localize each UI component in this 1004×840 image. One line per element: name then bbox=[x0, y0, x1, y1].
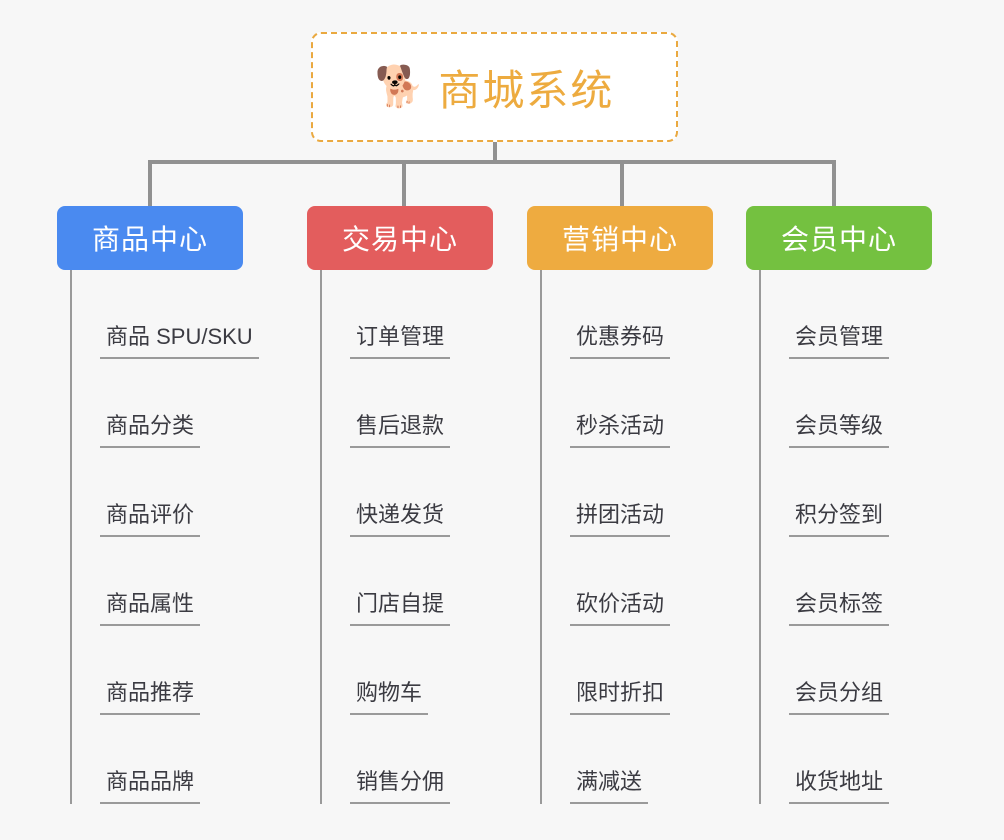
branch-member-center: 会员中心会员管理会员等级积分签到会员标签会员分组收货地址 bbox=[746, 206, 966, 804]
leaf-label: 砍价活动 bbox=[570, 586, 671, 626]
leaf-label: 会员管理 bbox=[789, 319, 890, 359]
branch-header-marketing-center[interactable]: 营销中心 bbox=[527, 206, 713, 270]
leaf-label: 秒杀活动 bbox=[570, 408, 671, 448]
leaf-label: 商品推荐 bbox=[100, 675, 201, 715]
branch-leaves-trade-center: 订单管理售后退款快递发货门店自提购物车销售分佣 bbox=[320, 270, 527, 804]
leaf-item[interactable]: 售后退款 bbox=[320, 359, 527, 448]
branch-leaves-member-center: 会员管理会员等级积分签到会员标签会员分组收货地址 bbox=[759, 270, 966, 804]
leaf-label: 收货地址 bbox=[789, 764, 890, 804]
branch-label: 会员中心 bbox=[780, 224, 897, 255]
leaf-item[interactable]: 会员等级 bbox=[759, 359, 966, 448]
leaf-item[interactable]: 满减送 bbox=[540, 715, 747, 804]
leaf-item[interactable]: 积分签到 bbox=[759, 448, 966, 537]
leaf-label: 购物车 bbox=[350, 675, 429, 715]
leaf-label: 售后退款 bbox=[350, 408, 451, 448]
leaf-label: 会员标签 bbox=[789, 586, 890, 626]
leaf-item[interactable]: 收货地址 bbox=[759, 715, 966, 804]
leaf-label: 商品品牌 bbox=[100, 764, 201, 804]
branch-spine bbox=[320, 270, 322, 804]
leaf-label: 商品 SPU/SKU bbox=[100, 319, 259, 359]
leaf-label: 商品属性 bbox=[100, 586, 201, 626]
branch-label: 交易中心 bbox=[341, 224, 458, 255]
connector-drop-3 bbox=[620, 160, 624, 206]
leaf-item[interactable]: 门店自提 bbox=[320, 537, 527, 626]
leaf-label: 拼团活动 bbox=[570, 497, 671, 537]
leaf-item[interactable]: 商品评价 bbox=[70, 448, 277, 537]
shiba-dog-face-icon: 🐕 bbox=[374, 65, 425, 109]
branch-marketing-center: 营销中心优惠券码秒杀活动拼团活动砍价活动限时折扣满减送 bbox=[527, 206, 747, 804]
connector-stem bbox=[493, 142, 497, 164]
branch-header-trade-center[interactable]: 交易中心 bbox=[307, 206, 493, 270]
leaf-label: 门店自提 bbox=[350, 586, 451, 626]
leaf-label: 商品分类 bbox=[100, 408, 201, 448]
branch-spine bbox=[759, 270, 761, 804]
connector-drop-2 bbox=[402, 160, 406, 206]
leaf-item[interactable]: 会员标签 bbox=[759, 537, 966, 626]
connector-bus bbox=[148, 160, 836, 164]
leaf-item[interactable]: 商品推荐 bbox=[70, 626, 277, 715]
leaf-item[interactable]: 订单管理 bbox=[320, 270, 527, 359]
leaf-item[interactable]: 砍价活动 bbox=[540, 537, 747, 626]
leaf-item[interactable]: 限时折扣 bbox=[540, 626, 747, 715]
leaf-label: 销售分佣 bbox=[350, 764, 451, 804]
connector-drop-1 bbox=[148, 160, 152, 206]
branch-leaves-product-center: 商品 SPU/SKU 商品分类商品评价商品属性商品推荐商品品牌 bbox=[70, 270, 277, 804]
leaf-item[interactable]: 商品 SPU/SKU bbox=[70, 270, 277, 359]
leaf-item[interactable]: 购物车 bbox=[320, 626, 527, 715]
leaf-label: 满减送 bbox=[570, 764, 649, 804]
leaf-item[interactable]: 拼团活动 bbox=[540, 448, 747, 537]
connector-drop-4 bbox=[832, 160, 836, 206]
branch-label: 商品中心 bbox=[91, 224, 208, 255]
branch-spine bbox=[540, 270, 542, 804]
leaf-item[interactable]: 销售分佣 bbox=[320, 715, 527, 804]
leaf-label: 会员分组 bbox=[789, 675, 890, 715]
leaf-item[interactable]: 会员分组 bbox=[759, 626, 966, 715]
branch-spine bbox=[70, 270, 72, 804]
leaf-item[interactable]: 快递发货 bbox=[320, 448, 527, 537]
branch-leaves-marketing-center: 优惠券码秒杀活动拼团活动砍价活动限时折扣满减送 bbox=[540, 270, 747, 804]
leaf-item[interactable]: 秒杀活动 bbox=[540, 359, 747, 448]
branch-header-product-center[interactable]: 商品中心 bbox=[57, 206, 243, 270]
leaf-label: 会员等级 bbox=[789, 408, 890, 448]
leaf-item[interactable]: 会员管理 bbox=[759, 270, 966, 359]
branch-header-member-center[interactable]: 会员中心 bbox=[746, 206, 932, 270]
leaf-label: 优惠券码 bbox=[570, 319, 671, 359]
branch-product-center: 商品中心商品 SPU/SKU 商品分类商品评价商品属性商品推荐商品品牌 bbox=[57, 206, 277, 804]
branch-trade-center: 交易中心订单管理售后退款快递发货门店自提购物车销售分佣 bbox=[307, 206, 527, 804]
root-node[interactable]: 🐕 商城系统 bbox=[311, 32, 678, 142]
root-title: 商城系统 bbox=[438, 66, 615, 114]
leaf-label: 商品评价 bbox=[100, 497, 201, 537]
leaf-item[interactable]: 商品分类 bbox=[70, 359, 277, 448]
leaf-item[interactable]: 优惠券码 bbox=[540, 270, 747, 359]
leaf-label: 限时折扣 bbox=[570, 675, 671, 715]
leaf-label: 订单管理 bbox=[350, 319, 451, 359]
leaf-label: 快递发货 bbox=[350, 497, 451, 537]
branch-label: 营销中心 bbox=[561, 224, 678, 255]
leaf-label: 积分签到 bbox=[789, 497, 890, 537]
leaf-item[interactable]: 商品品牌 bbox=[70, 715, 277, 804]
leaf-item[interactable]: 商品属性 bbox=[70, 537, 277, 626]
